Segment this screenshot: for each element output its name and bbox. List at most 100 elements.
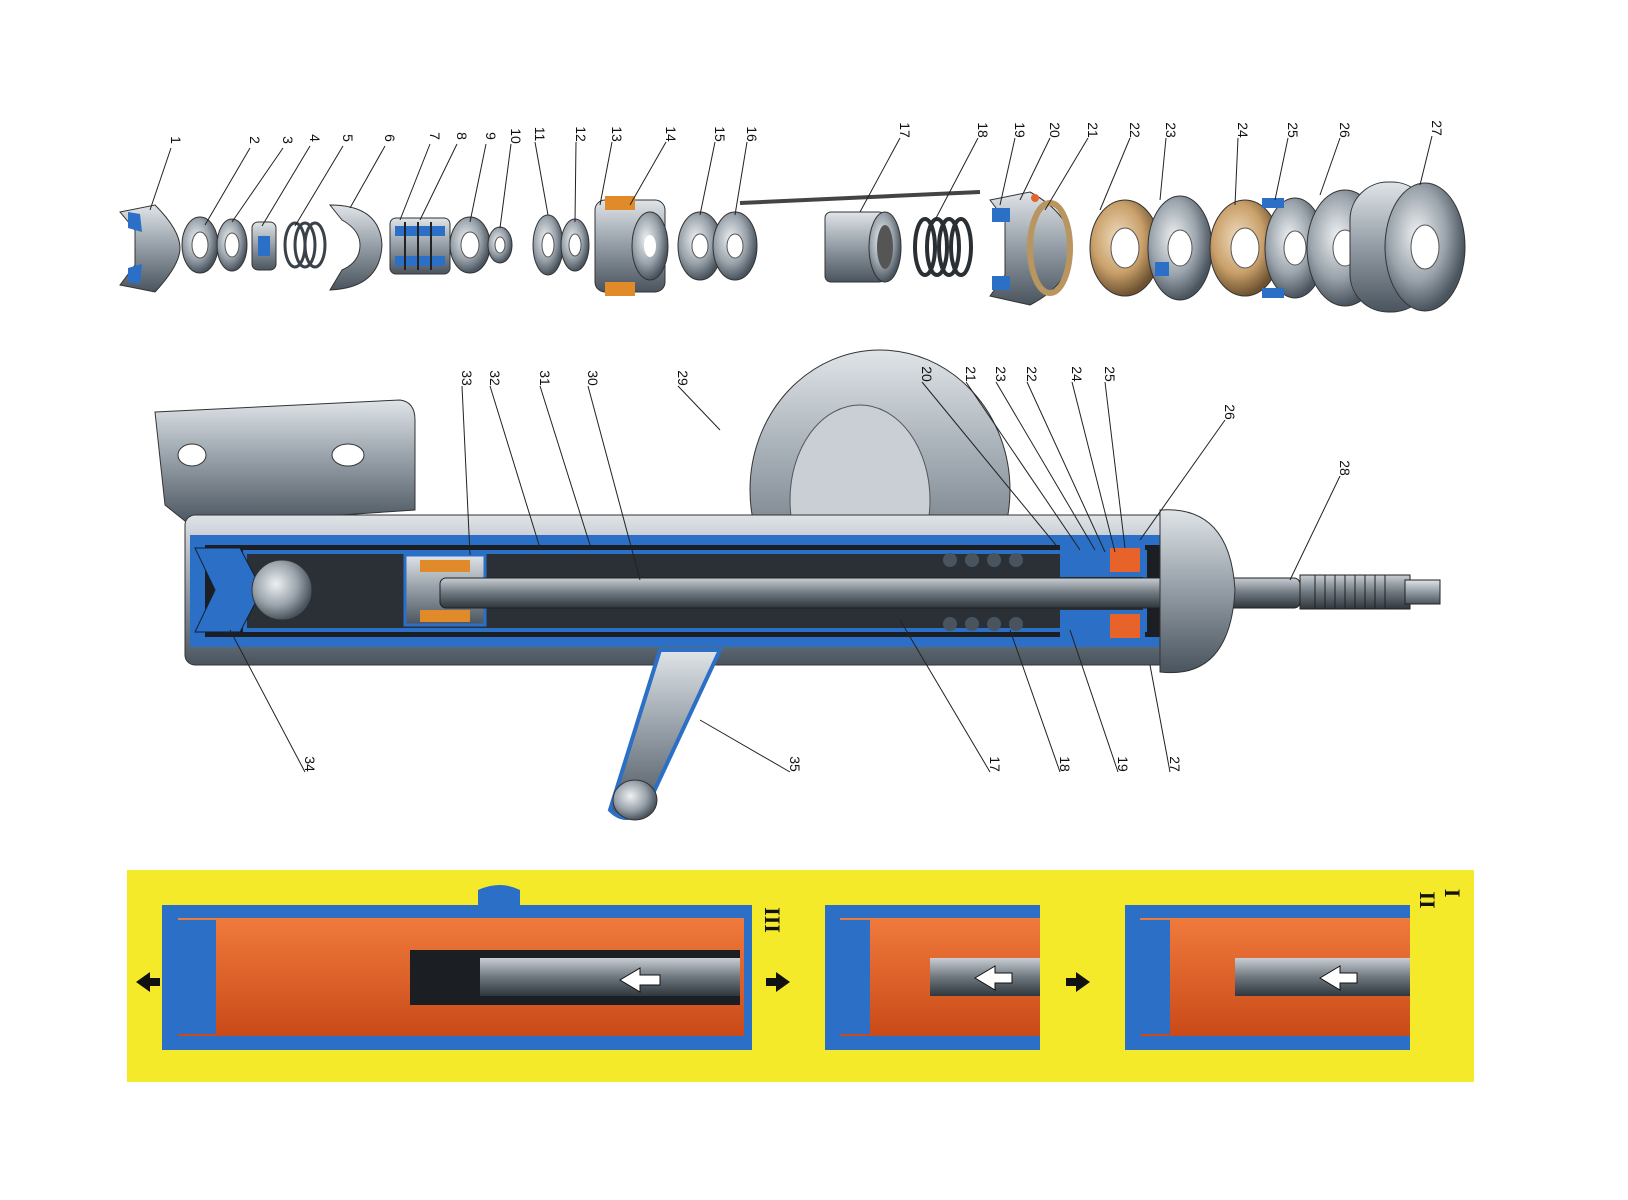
callout-leader-line-top-17 [859,137,901,213]
callout-label-mid-top-22: 22 [1024,366,1040,382]
callout-leader-line-top-24 [1234,137,1239,206]
callout-label-mid-bottom-19: 19 [1115,756,1131,772]
callout-label-mid-top-32: 32 [487,370,503,386]
callout-label-top-5: 5 [340,134,356,142]
callout-leader-line-top-16 [734,141,748,216]
callout-leader-line-mid-bottom-18 [1009,629,1061,773]
callout-leader-line-mid-top-26 [1139,419,1226,541]
callout-leader-line-top-22 [1099,137,1131,211]
callout-label-mid-top-33: 33 [459,370,475,386]
callout-label-top-23: 23 [1163,122,1179,138]
callout-label-mid-top-23: 23 [993,366,1009,382]
callout-label-mid-top-24: 24 [1069,366,1085,382]
part-24-oil-seal [1209,199,1281,297]
callout-leader-line-mid-top-25 [1104,381,1126,549]
callout-label-top-12: 12 [573,126,589,142]
callout-leader-line-top-5 [294,145,344,227]
callout-label-top-17: 17 [897,122,913,138]
callout-leader-line-top-12 [574,141,577,223]
callout-label-top-19: 19 [1012,122,1028,138]
callout-label-top-9: 9 [483,132,499,140]
mode-panel-II [1125,905,1410,1050]
callout-leader-line-mid-bottom-34 [229,629,306,773]
callout-leader-line-top-7 [399,143,431,221]
callout-label-top-1: 1 [168,136,184,144]
part-17-sleeve [824,211,902,283]
callout-label-top-4: 4 [307,134,323,142]
callout-label-mid-bottom-34: 34 [302,756,318,772]
callout-label-top-3: 3 [280,136,296,144]
callout-label-mid-top-28: 28 [1337,460,1353,476]
callout-leader-line-top-11 [534,141,549,216]
base-valve-assembly [194,547,313,633]
part-25-seal-retainer [1262,197,1326,299]
callout-leader-line-mid-bottom-27 [1149,664,1171,773]
rod-guide-and-seals [1060,545,1145,642]
callout-label-top-6: 6 [382,134,398,142]
strut-cutaway-view [154,349,1441,821]
operation-modes-panel [127,870,1474,1082]
callout-leader-line-mid-bottom-17 [899,619,991,773]
callout-leader-line-mid-top-22 [1026,381,1106,553]
mode-panel-III [162,885,752,1050]
callout-label-top-27: 27 [1429,120,1445,136]
top-cap [1159,509,1236,674]
callout-label-top-26: 26 [1337,122,1353,138]
callout-leader-line-mid-top-30 [587,385,641,581]
part-1-base-valve-body [119,204,181,293]
callout-leader-line-top-10 [499,143,512,229]
callout-leader-line-mid-top-32 [489,385,541,549]
rod-thin-line [739,190,981,205]
callout-label-mid-top-31: 31 [537,370,553,386]
callout-label-top-10: 10 [508,128,524,144]
callout-leader-line-top-21 [1044,137,1089,211]
callout-label-top-15: 15 [712,126,728,142]
callout-leader-line-top-2 [204,147,251,226]
callout-leader-line-top-25 [1274,137,1289,201]
part-27-top-nut [1349,181,1466,313]
callout-label-top-18: 18 [975,122,991,138]
part-6-retainer-clip [328,204,383,291]
callout-leader-line-mid-top-33 [461,385,471,556]
callout-label-mid-top-29: 29 [675,370,691,386]
callout-label-top-13: 13 [609,126,625,142]
flow-arrows [136,965,1358,993]
callout-label-mid-top-20: 20 [919,366,935,382]
callout-leader-line-top-6 [349,145,386,209]
callout-label-mid-bottom-35: 35 [787,756,803,772]
callout-label-top-25: 25 [1285,122,1301,138]
callout-leader-line-top-19 [999,137,1016,206]
mode-label-III: III [760,907,785,933]
callout-leader-line-mid-top-31 [539,385,591,546]
callout-label-top-2: 2 [247,136,263,144]
callout-leader-line-top-3 [231,147,284,223]
callout-label-mid-bottom-17: 17 [987,756,1003,772]
callout-label-top-24: 24 [1235,122,1251,138]
callout-leader-line-mid-bottom-35 [699,719,791,773]
callout-label-mid-top-21: 21 [963,366,979,382]
callout-label-top-16: 16 [744,126,760,142]
callout-leader-line-top-27 [1419,135,1433,186]
mode-label-I: I [1440,889,1465,898]
callout-leader-line-top-23 [1159,137,1167,201]
callout-leader-line-top-26 [1319,137,1341,196]
part-19-21-rod-guide [989,191,1073,306]
callout-leader-line-top-1 [149,147,172,211]
exploded-parts-view [119,181,1466,313]
rebound-spring-section [943,553,1023,631]
part-13-14-piston [594,196,669,296]
callout-leader-line-top-14 [629,141,667,206]
callout-label-mid-top-30: 30 [585,370,601,386]
callout-label-top-21: 21 [1085,122,1101,138]
part-5-spring [283,221,327,269]
callout-leader-line-mid-top-24 [1071,381,1116,553]
callout-leader-line-mid-top-23 [995,381,1096,551]
callout-leader-line-mid-top-20 [921,381,1061,551]
callout-label-mid-top-25: 25 [1102,366,1118,382]
callout-label-mid-bottom-18: 18 [1057,756,1073,772]
